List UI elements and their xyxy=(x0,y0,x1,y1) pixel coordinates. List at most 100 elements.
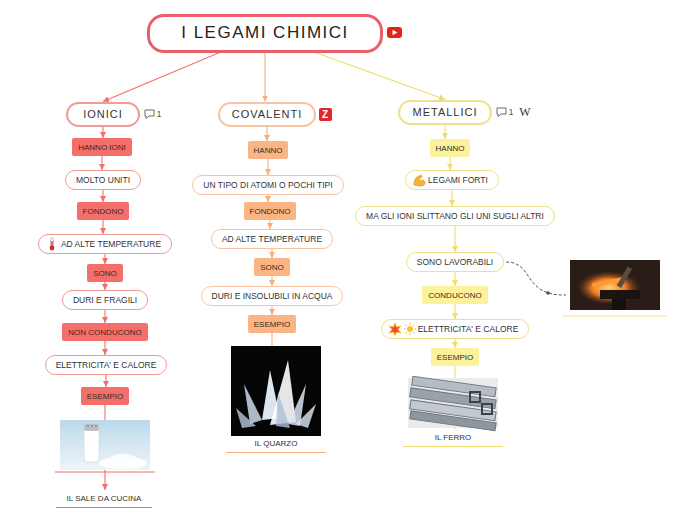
node-text: DURI E FRAGILI xyxy=(73,295,137,305)
node-text: SONO xyxy=(93,269,117,278)
connector xyxy=(444,125,445,140)
node-text: ELETTRICITA' E CALORE xyxy=(56,360,157,370)
connector xyxy=(269,220,270,229)
concept-pill: MA GLI IONI SLITTANO GLI UNI SUGLI ALTRI xyxy=(355,206,555,226)
link-word-box: HANNO IONI xyxy=(72,138,132,156)
node-text: MA GLI IONI SLITTANO GLI UNI SUGLI ALTRI xyxy=(366,211,544,221)
link-word-box: CONDUCONO xyxy=(422,286,487,304)
link-word-box: SONO xyxy=(254,258,290,276)
connector xyxy=(102,127,103,139)
node-text: HANNO xyxy=(436,144,465,153)
node-text: I LEGAMI CHIMICI xyxy=(181,23,349,43)
node-text: DURI E INSOLUBILI IN ACQUA xyxy=(212,291,333,301)
comment-count: 1 xyxy=(508,107,513,117)
connector xyxy=(454,304,455,319)
node-text: ESEMPIO xyxy=(437,353,473,362)
node-text: FONDONO xyxy=(83,207,124,216)
branch-topic: IONICI xyxy=(66,102,140,127)
forge-picture xyxy=(570,260,660,310)
branch-topic: COVALENTI xyxy=(218,102,317,127)
node-text: MOLTO UNITI xyxy=(76,175,130,185)
connector xyxy=(271,276,272,286)
wiki-icon: W xyxy=(519,105,530,120)
comment-count: 1 xyxy=(156,109,161,119)
quartz-picture xyxy=(231,346,321,436)
link-word-box: FONDONO xyxy=(244,202,297,220)
link-word-box: ESEMPIO xyxy=(431,348,479,366)
node-text: SONO LAVORABILI xyxy=(417,257,493,267)
node-text: METALLICI xyxy=(412,106,477,118)
connector xyxy=(454,272,455,286)
example-caption: IL QUARZO xyxy=(226,435,326,453)
node-text: LEGAMI FORTI xyxy=(428,175,488,185)
connector xyxy=(271,306,272,315)
concept-pill: DURI E FRAGILI xyxy=(62,290,148,310)
link-word-box: HANNO xyxy=(248,141,289,159)
burst-icon xyxy=(388,322,418,336)
connector xyxy=(101,156,102,170)
connector xyxy=(104,341,105,355)
leader-line xyxy=(506,262,566,295)
node-text: FONDONO xyxy=(250,207,291,216)
connector xyxy=(267,195,268,202)
connector xyxy=(454,226,455,252)
concept-pill: SONO LAVORABILI xyxy=(406,252,504,272)
link-word-box: SONO xyxy=(87,264,123,282)
node-text: SONO xyxy=(260,263,284,272)
connector xyxy=(103,53,220,102)
leader-dot xyxy=(546,291,550,295)
node-text: IL FERRO xyxy=(435,433,472,442)
node-text: ELETTRICITA' E CALORE xyxy=(418,324,519,334)
concept-pill: AD ALTE TEMPERATURE xyxy=(38,234,172,254)
concept-pill: DURI E INSOLUBILI IN ACQUA xyxy=(201,286,344,306)
connector xyxy=(449,157,450,170)
connector xyxy=(105,375,106,387)
node-text: HANNO xyxy=(254,146,283,155)
node-text: COVALENTI xyxy=(232,108,303,120)
concept-pill: UN TIPO DI ATOMI O POCHI TIPI xyxy=(192,175,343,195)
underline xyxy=(55,471,155,472)
iron-picture xyxy=(408,376,498,431)
link-word-box: HANNO xyxy=(430,139,471,157)
connector xyxy=(451,190,452,206)
branch-topic: METALLICI xyxy=(398,100,492,125)
link-word-box: NON CONDUCONO xyxy=(62,323,147,341)
underline xyxy=(563,315,667,316)
connector xyxy=(267,159,268,175)
concept-pill: LEGAMI FORTI xyxy=(405,170,499,190)
thermo-icon xyxy=(45,237,59,251)
example-caption: IL FERRO xyxy=(403,429,503,447)
connector xyxy=(264,53,265,102)
link-badge: Z xyxy=(319,108,332,121)
connector xyxy=(104,254,105,264)
video-icon xyxy=(387,27,402,38)
concept-pill: ELETTRICITA' E CALORE xyxy=(381,319,530,339)
node-text: HANNO IONI xyxy=(78,143,126,152)
node-text: IL SALE DA CUCINA xyxy=(67,494,142,503)
node-text: CONDUCONO xyxy=(428,291,481,300)
link-word-box: ESEMPIO xyxy=(248,315,296,333)
root-topic: I LEGAMI CHIMICI xyxy=(147,14,383,53)
concept-pill: MOLTO UNITI xyxy=(65,170,141,190)
node-text: ESEMPIO xyxy=(87,392,123,401)
connector xyxy=(271,249,272,258)
arm-icon xyxy=(412,173,426,187)
node-text: NON CONDUCONO xyxy=(68,328,141,337)
node-text: IL QUARZO xyxy=(255,439,298,448)
connector xyxy=(104,310,105,323)
link-word-box: ESEMPIO xyxy=(81,387,129,405)
concept-pill: AD ALTE TEMPERATURE xyxy=(211,229,333,249)
connector xyxy=(266,127,267,142)
node-text: AD ALTE TEMPERATURE xyxy=(61,239,161,249)
connector xyxy=(454,339,455,348)
concept-pill: ELETTRICITA' E CALORE xyxy=(45,355,168,375)
connector xyxy=(104,282,105,290)
connector xyxy=(102,220,103,234)
example-caption: IL SALE DA CUCINA xyxy=(56,490,152,508)
node-text: AD ALTE TEMPERATURE xyxy=(222,234,322,244)
link-word-box: FONDONO xyxy=(77,202,130,220)
node-text: IONICI xyxy=(83,108,123,120)
salt-picture xyxy=(60,420,150,470)
